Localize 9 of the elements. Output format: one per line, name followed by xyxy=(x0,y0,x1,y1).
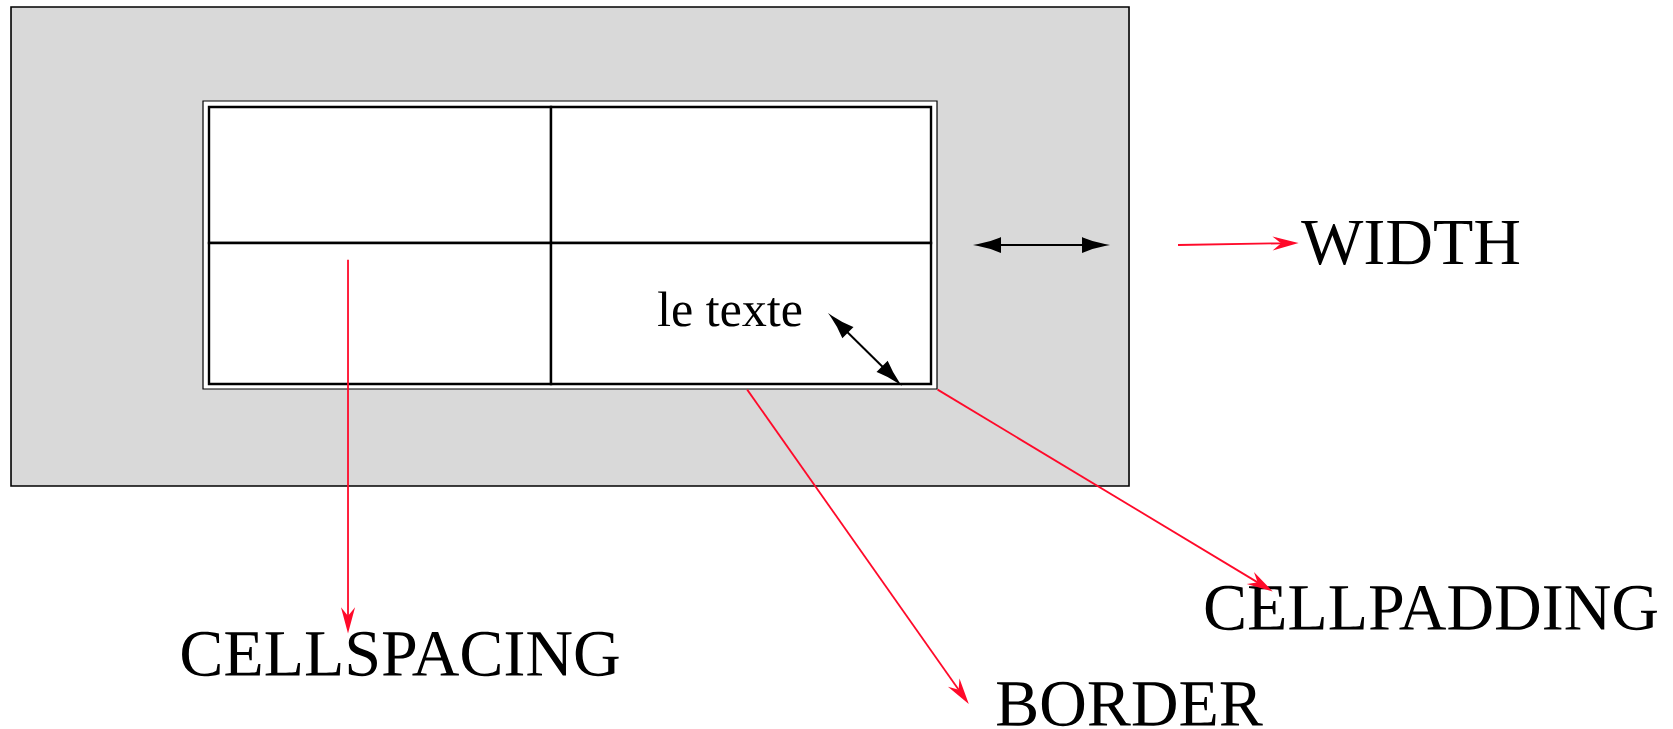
dimension-label: WIDTH xyxy=(1301,220,1520,266)
cell-text: le texte xyxy=(658,291,802,327)
dimension-label: CELLSPACING xyxy=(182,631,619,677)
dimension-label: BORDER xyxy=(997,681,1263,727)
table-cell xyxy=(207,241,553,386)
dimension-label: CELLPADDING xyxy=(1205,585,1657,631)
table-cell xyxy=(549,241,933,386)
table-cell xyxy=(207,105,553,245)
table-cell xyxy=(549,105,933,245)
